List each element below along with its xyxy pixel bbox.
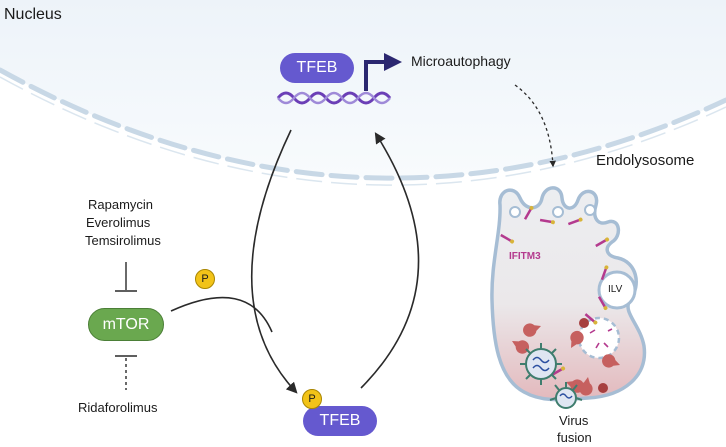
mtor-phosphorylation-arrow [170, 296, 273, 333]
nucleus-label: Nucleus [4, 6, 62, 23]
inhibitor-temsirolimus: Temsirolimus [85, 233, 161, 248]
inhibitor-rapamycin: Rapamycin [88, 197, 154, 212]
nuclear-tfeb-protein: TFEB [280, 53, 354, 83]
inhibition-bottom-icon [115, 355, 137, 390]
virus-fusion-label-line1: Virus [559, 413, 589, 428]
nucleus-region [0, 0, 726, 179]
mtor-protein: mTOR [88, 308, 164, 341]
phosphate-group-icon: P [195, 269, 215, 289]
endolysosome-compartment [490, 186, 647, 409]
ifitm3-label: IFITM3 [509, 251, 541, 262]
ilv-label: ILV [608, 284, 623, 295]
tfeb-phosphate-icon: P [302, 389, 322, 409]
endolysosome-label: Endolysosome [596, 152, 695, 169]
virus-fusion-label-line2: fusion [557, 430, 592, 445]
tfeb-import-arrow [360, 132, 420, 389]
cytoplasmic-tfeb-protein: TFEB [303, 406, 377, 436]
virus-particle-icon [520, 343, 562, 385]
inhibition-top-icon [115, 262, 137, 292]
microautophagy-dashed-arrow [514, 84, 556, 168]
transcription-arrow-icon [364, 60, 386, 91]
microautophagy-label: Microautophagy [411, 53, 511, 69]
inhibitor-everolimus: Everolimus [86, 215, 151, 230]
nuclear-envelope [0, 67, 726, 181]
fusing-virus-icon [549, 382, 583, 409]
tfeb-export-arrow [250, 129, 298, 394]
dna-helix-icon [276, 91, 392, 105]
inhibitor-ridaforolimus: Ridaforolimus [78, 400, 158, 415]
